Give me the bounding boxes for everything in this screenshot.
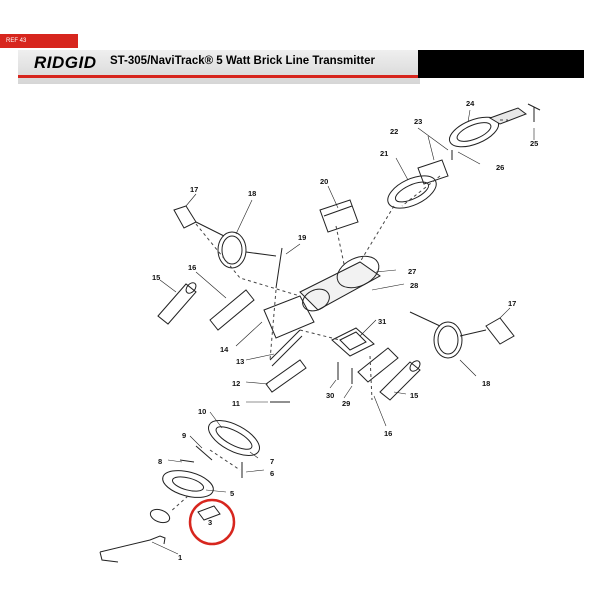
highlight-circle-part-3 [188,498,236,546]
banner-red-stripe [18,75,420,78]
label-11: 11 [232,399,240,408]
label-14: 14 [220,345,229,354]
label-24: 24 [466,99,475,108]
part-1-hex-key [99,535,166,563]
part-17-clip-right [485,317,515,345]
banner-black-band [418,50,584,78]
label-10: 10 [198,407,206,416]
label-19: 19 [298,233,306,242]
label-7: 7 [270,457,274,466]
label-3: 3 [208,518,212,527]
label-18a: 18 [248,189,256,198]
part-10-ring [208,420,260,456]
part-2-oring [149,508,171,524]
label-22: 22 [390,127,398,136]
label-15a: 15 [152,273,160,282]
part-4-cover [162,470,214,498]
header-banner: RIDGID ST-305/NaviTrack® 5 Watt Brick Li… [18,50,584,84]
part-31-frame [331,327,375,357]
banner-gray-band [18,50,420,84]
label-31: 31 [378,317,386,326]
label-27: 27 [408,267,416,276]
label-23: 23 [414,117,422,126]
label-30: 30 [326,391,334,400]
part-20-bracket [319,199,359,233]
part-16-foam-right [357,347,399,383]
part-24-cap [448,107,528,148]
part-9-pin [195,445,213,461]
part-8-screw [179,459,195,463]
brand-logo: RIDGID [34,53,97,72]
part-12-bracket [265,359,307,393]
part-18-cable-left [195,221,277,269]
label-21: 21 [380,149,388,158]
label-12: 12 [232,379,240,388]
part-21-ring [387,175,437,209]
label-8: 8 [158,457,162,466]
label-17b: 17 [508,299,516,308]
label-16a: 16 [188,263,196,272]
label-28: 28 [410,281,418,290]
ref-tag: REF 43 [0,34,78,48]
label-13: 13 [236,357,244,366]
label-26: 26 [496,163,504,172]
part-17-clip-left [173,205,197,229]
part-13-rod [269,329,303,367]
label-25: 25 [530,139,538,148]
part-15-tube-right [379,360,421,401]
label-6: 6 [270,469,274,478]
label-20: 20 [320,177,328,186]
part-19-rod [275,247,283,289]
label-1: 1 [178,553,182,562]
part-16-foam-left [209,289,255,331]
part-15-tube-left [157,282,197,325]
part-25-screw [527,103,541,122]
part-27-housing [299,255,381,312]
part-3-latch [197,505,221,521]
part-22-bracket [417,159,449,185]
part-18-cable-right [409,311,487,359]
label-18b: 18 [482,379,490,388]
label-29: 29 [342,399,350,408]
label-5: 5 [230,489,234,498]
label-16b: 16 [384,429,392,438]
label-17a: 17 [190,185,198,194]
label-15b: 15 [410,391,418,400]
part-14-plate [263,295,315,339]
label-9: 9 [182,431,186,440]
page-title: ST-305/NaviTrack® 5 Watt Brick Line Tran… [110,55,375,67]
